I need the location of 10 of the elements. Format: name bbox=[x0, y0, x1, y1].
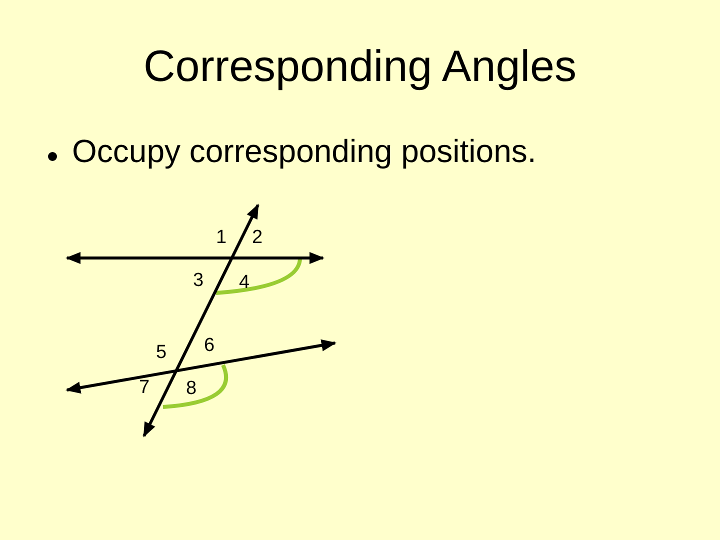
angle-number: 1 bbox=[216, 228, 227, 248]
bullet-text: Occupy corresponding positions. bbox=[72, 133, 536, 170]
slide-title: Corresponding Angles bbox=[144, 42, 576, 92]
angle-number: 3 bbox=[193, 271, 204, 291]
angle-number: 8 bbox=[186, 379, 197, 399]
angle-number: 5 bbox=[156, 343, 167, 363]
angle-number: 2 bbox=[252, 228, 263, 248]
angle-number: 7 bbox=[139, 378, 150, 398]
angle-number: 4 bbox=[239, 273, 250, 293]
angle-number: 6 bbox=[204, 336, 215, 356]
